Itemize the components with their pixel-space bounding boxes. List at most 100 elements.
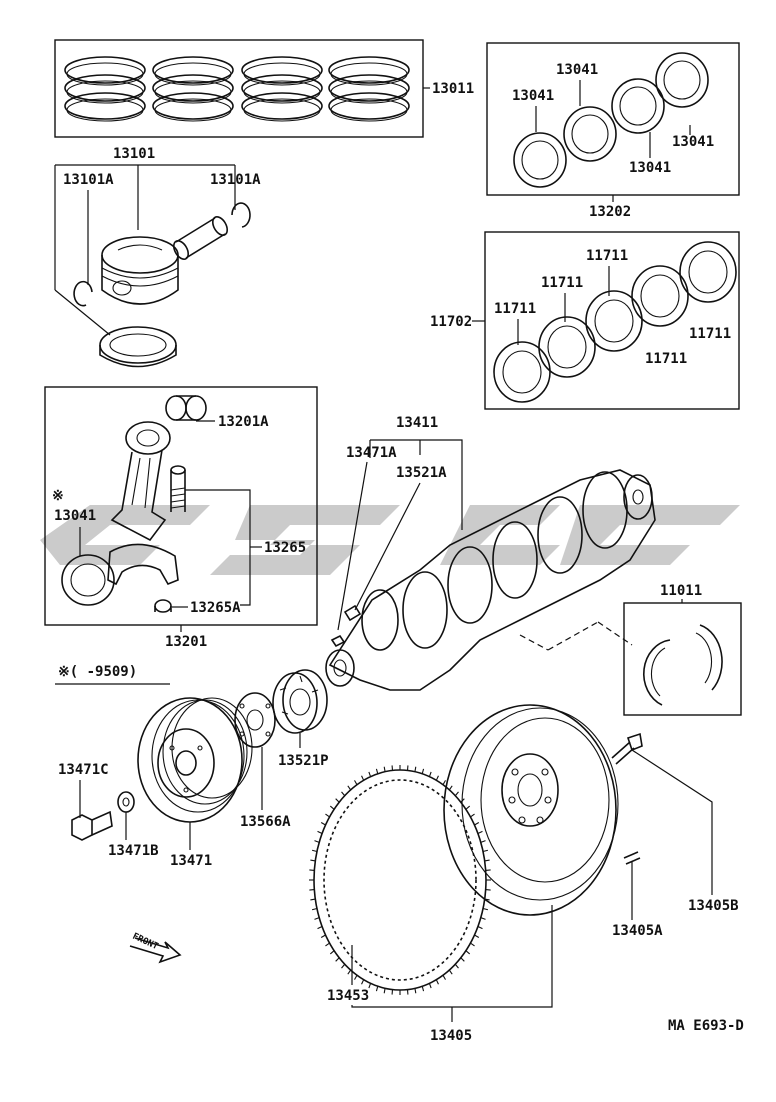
part-label-11711-d: 11711 <box>689 326 731 342</box>
ring-gear-inner <box>323 779 477 981</box>
ring-gear-outer <box>313 769 487 991</box>
bearing-box-13202 <box>486 42 740 196</box>
part-label-13405: 13405 <box>430 1028 472 1044</box>
rod-bolt <box>170 465 186 512</box>
part-label-13405B: 13405B <box>688 898 739 914</box>
ring-gear-group: 13453 <box>309 765 491 1004</box>
thrust-washers-group: 11011 <box>623 583 742 716</box>
part-label-13041-b: 13041 <box>512 88 554 104</box>
part-label-13521A: 13521A <box>396 465 447 481</box>
ring-gear-tooth <box>435 775 439 781</box>
ring-gear-tooth <box>361 979 365 985</box>
part-label-11011: 11011 <box>660 583 702 599</box>
ring-gear-tooth <box>341 791 346 797</box>
watermark-logo <box>40 505 740 575</box>
connecting-rod-group: 13201A ※ 13041 13265 13265A 13201 <box>44 386 318 650</box>
ring-gear-tooth <box>320 822 326 826</box>
bearing-shell-3 <box>611 78 665 134</box>
ring-gear-tooth <box>317 925 323 930</box>
crank-pulley-group: 13471C 13471B 13471 <box>58 697 253 869</box>
rod-bearing-lower <box>99 326 177 368</box>
crankshaft-group: 13411 13471A 13521A <box>325 415 656 691</box>
part-label-13011: 13011 <box>432 81 474 97</box>
part-label-13471A: 13471A <box>346 445 397 461</box>
ring-gear-tooth <box>354 780 358 786</box>
piston-group: 13101 13101A 13101A <box>54 146 261 368</box>
ring-gear-tooth <box>311 907 318 911</box>
ring-gear-tooth <box>314 840 320 843</box>
front-arrow-group: FRONT <box>129 932 182 964</box>
crankshaft-bearings-13202: 13041 13041 13041 13041 13202 <box>486 42 740 220</box>
flywheel-bolt <box>611 732 643 765</box>
ring-gear-tooth <box>454 963 459 969</box>
note-group: ※( -9509) <box>55 664 170 685</box>
ring-gear-tooth <box>347 785 352 791</box>
ring-gear-tooth <box>320 934 326 938</box>
piston-body <box>101 236 179 305</box>
ring-gear-tooth <box>454 791 459 797</box>
main-bearings-11702: 11711 11711 11711 11711 11711 11702 <box>430 231 740 410</box>
part-label-13471C: 13471C <box>58 762 109 778</box>
ring-gear-tooth <box>477 925 483 930</box>
part-label-13041-c: 13041 <box>672 134 714 150</box>
ring-gear-tooth <box>347 969 352 975</box>
ring-gear-tooth <box>317 830 323 835</box>
ring-gear-tooth <box>325 942 330 947</box>
part-label-13041-d: 13041 <box>629 160 671 176</box>
part-label-13521P: 13521P <box>278 753 329 769</box>
part-label-11711-b: 11711 <box>541 275 583 291</box>
ring-gear-tooth <box>470 813 475 818</box>
drawing-code: MA E693-D <box>668 1018 744 1034</box>
ring-gear-tooth <box>477 830 483 835</box>
part-label-note-mark: ※ <box>52 488 64 504</box>
ring-gear-tooth <box>460 957 465 962</box>
part-label-13041-a: 13041 <box>556 62 598 78</box>
main-shell-4 <box>631 265 689 327</box>
thrust-washer-box <box>623 602 742 716</box>
ring-gear-tooth <box>375 986 379 992</box>
ring-gear-tooth <box>375 768 379 774</box>
thrust-washer-1-outer <box>643 639 671 706</box>
ring-gear-tooth <box>442 780 446 786</box>
ring-set-2 <box>152 56 234 122</box>
ring-gear-tooth <box>314 917 320 920</box>
front-arrow-icon <box>129 937 182 964</box>
main-shell-1 <box>493 341 551 403</box>
ring-gear-tooth <box>421 986 425 992</box>
ring-gear-tooth <box>421 768 425 774</box>
ring-gear-tooth <box>325 813 330 818</box>
crankshaft <box>325 469 656 691</box>
part-label-13201: 13201 <box>165 634 207 650</box>
ring-gear-tooth <box>480 917 486 920</box>
ring-gear-tooth <box>414 988 417 994</box>
pin-clip-left <box>73 280 93 307</box>
main-shell-5 <box>679 241 737 303</box>
ring-gear-tooth <box>435 979 439 985</box>
part-label-13101: 13101 <box>113 146 155 162</box>
part-label-13566A: 13566A <box>240 814 291 830</box>
part-label-13202: 13202 <box>589 204 631 220</box>
ring-gear-tooth <box>482 907 489 911</box>
ring-gear-tooth <box>383 766 386 772</box>
ring-set-3 <box>241 56 323 122</box>
crank-key <box>343 604 362 622</box>
ring-gear-tooth <box>474 934 480 938</box>
ring-gear-tooth <box>470 942 475 947</box>
ring-gear-tooth <box>428 771 432 777</box>
bearing-shell-4 <box>655 52 709 108</box>
ring-gear-tooth <box>442 974 446 980</box>
ring-gear-tooth <box>448 785 453 791</box>
flywheel-pin <box>623 851 641 865</box>
ring-gear-tooth <box>335 957 340 962</box>
part-label-13471B: 13471B <box>108 843 159 859</box>
ring-gear-tooth <box>368 983 372 989</box>
rod-nut <box>154 599 172 613</box>
part-label-13471: 13471 <box>170 853 212 869</box>
ring-gear-tooth <box>428 983 432 989</box>
ring-gear-tooth <box>474 822 480 826</box>
ring-gear-tooth <box>484 859 490 862</box>
ring-gear-tooth <box>361 775 365 781</box>
ring-gear-tooth <box>310 859 316 862</box>
rod-cap <box>107 543 179 586</box>
